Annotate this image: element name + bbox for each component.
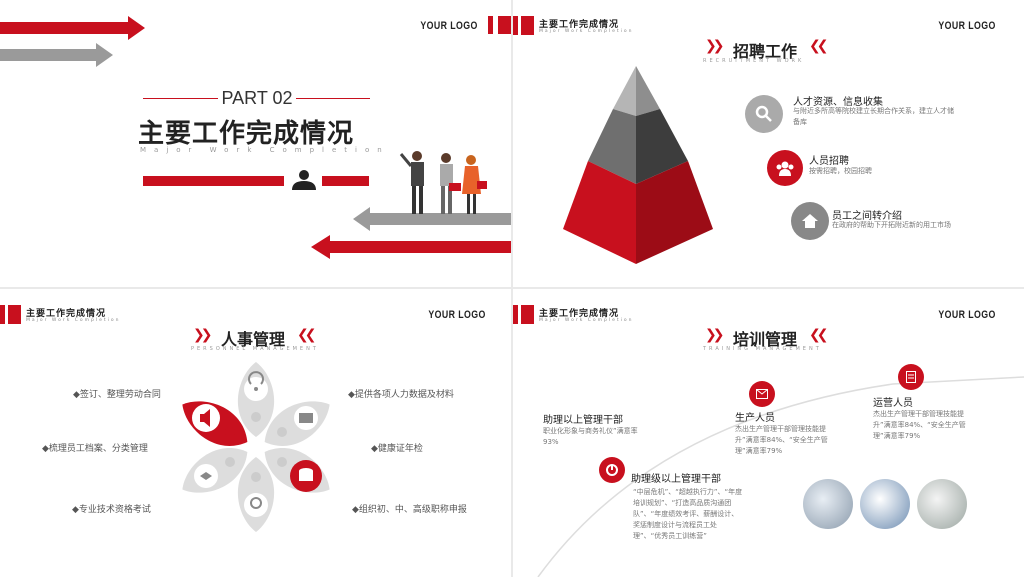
divider-line	[143, 98, 218, 99]
header-mark	[513, 305, 518, 324]
chevron-left-icon: ❮❮	[297, 327, 317, 343]
header-subtitle: Major Work Completion	[539, 318, 634, 323]
slide-part-02[interactable]: YOUR LOGO PART 02 主要工作完成情况 Major Work Co…	[0, 0, 511, 287]
item-title: 助理以上管理干部	[543, 415, 623, 426]
chevron-left-icon: ❮❮	[809, 327, 829, 343]
section-subtitle: TRAINING MANAGEMENT	[703, 346, 822, 352]
header-title: 主要工作完成情况	[539, 309, 620, 319]
item-desc: 杰出生产管理干部管理技能提升”满意率84%、“安全生产管理”满意率79%	[735, 425, 828, 455]
slide-recruitment[interactable]: 主要工作完成情况 Major Work Completion YOUR LOGO…	[513, 0, 1024, 287]
document-icon	[898, 364, 924, 390]
label-left: ◆专业技术资格考试	[72, 505, 151, 515]
item-desc: 杰出生产管理干部管理技能提升”满意率84%、“安全生产管理”满意率79%	[873, 410, 966, 440]
header-mark	[498, 16, 511, 34]
section-subtitle: PERSONNEL MANAGEMENT	[191, 346, 319, 352]
header-subtitle: Major Work Completion	[539, 29, 634, 34]
business-people-illustration	[399, 151, 487, 214]
item-title: 助理级以上管理干部	[631, 474, 721, 485]
person-icon	[292, 170, 316, 190]
logo-text: YOUR LOGO	[428, 309, 486, 321]
section-subtitle: RECRUITMENT WORK	[703, 58, 805, 64]
photo-laptop	[803, 479, 853, 529]
section-title: 培训管理	[733, 330, 798, 349]
chevron-right-icon: ❯❯	[705, 327, 725, 343]
slide-personnel[interactable]: 主要工作完成情况 Major Work Completion YOUR LOGO…	[0, 289, 511, 577]
page-subtitle: Major Work Completion	[140, 146, 390, 154]
header-mark	[488, 16, 493, 34]
chevron-right-icon: ❯❯	[193, 327, 213, 343]
red-bar	[322, 176, 369, 186]
header-mark	[8, 305, 21, 324]
item-desc: 在政府的帮助下开拓附近新的用工市场	[832, 221, 951, 229]
mail-icon	[749, 381, 775, 407]
pyramid-chart	[563, 66, 713, 264]
curve-line	[537, 376, 1024, 577]
logo-text: YOUR LOGO	[938, 20, 996, 32]
section-title: 人事管理	[221, 330, 286, 349]
label-left: ◆梳理员工档案、分类管理	[42, 444, 148, 454]
item-title: 员工之间转介绍	[832, 211, 902, 222]
arrows-decoration	[0, 16, 511, 259]
chevron-left-icon: ❮❮	[809, 38, 829, 54]
slide-training[interactable]: 主要工作完成情况 Major Work Completion YOUR LOGO…	[513, 289, 1024, 577]
header-title: 主要工作完成情况	[539, 20, 620, 30]
flower-diagram	[182, 362, 330, 532]
item-desc: 按需招聘，校园招聘	[809, 167, 872, 175]
header-mark	[0, 305, 5, 324]
item-title: 人才资源、信息收集	[793, 97, 883, 108]
header-title: 主要工作完成情况	[26, 309, 107, 319]
chevron-right-icon: ❯❯	[705, 38, 725, 54]
label-right: ◆健康证年检	[371, 444, 423, 454]
photo-documents	[860, 479, 910, 529]
item-title: 生产人员	[735, 413, 775, 424]
item-desc: “中层危机”、“超越执行力”、“年度培训规划”、“打造高品质沟通团队”、“年度绩…	[633, 488, 743, 540]
page-title: 主要工作完成情况	[138, 119, 355, 149]
item-desc: 与附近多所高等院校建立长期合作关系，建立人才储备库	[793, 107, 954, 126]
item-title: 运营人员	[873, 398, 913, 409]
header-mark	[521, 305, 534, 324]
part-number: PART 02	[221, 88, 293, 108]
item-title: 人员招聘	[809, 156, 849, 167]
header-subtitle: Major Work Completion	[26, 318, 121, 323]
photo-keyboard	[917, 479, 967, 529]
item-desc: 职业化形象与商务礼仪”满意率93%	[543, 427, 638, 446]
logo-text: YOUR LOGO	[938, 309, 996, 321]
home-icon	[791, 202, 829, 240]
section-title: 招聘工作	[733, 42, 798, 61]
red-bar	[143, 176, 284, 186]
label-right: ◆提供各项人力数据及材料	[348, 390, 454, 400]
search-icon	[745, 95, 783, 133]
divider-line	[296, 98, 370, 99]
label-left: ◆签订、整理劳动合同	[73, 390, 161, 400]
chart-icon	[599, 457, 625, 483]
people-icon	[767, 150, 803, 186]
label-right: ◆组织初、中、高级职称申报	[352, 505, 467, 515]
logo-text: YOUR LOGO	[420, 20, 478, 32]
header-mark	[521, 16, 534, 35]
header-mark	[513, 16, 518, 35]
